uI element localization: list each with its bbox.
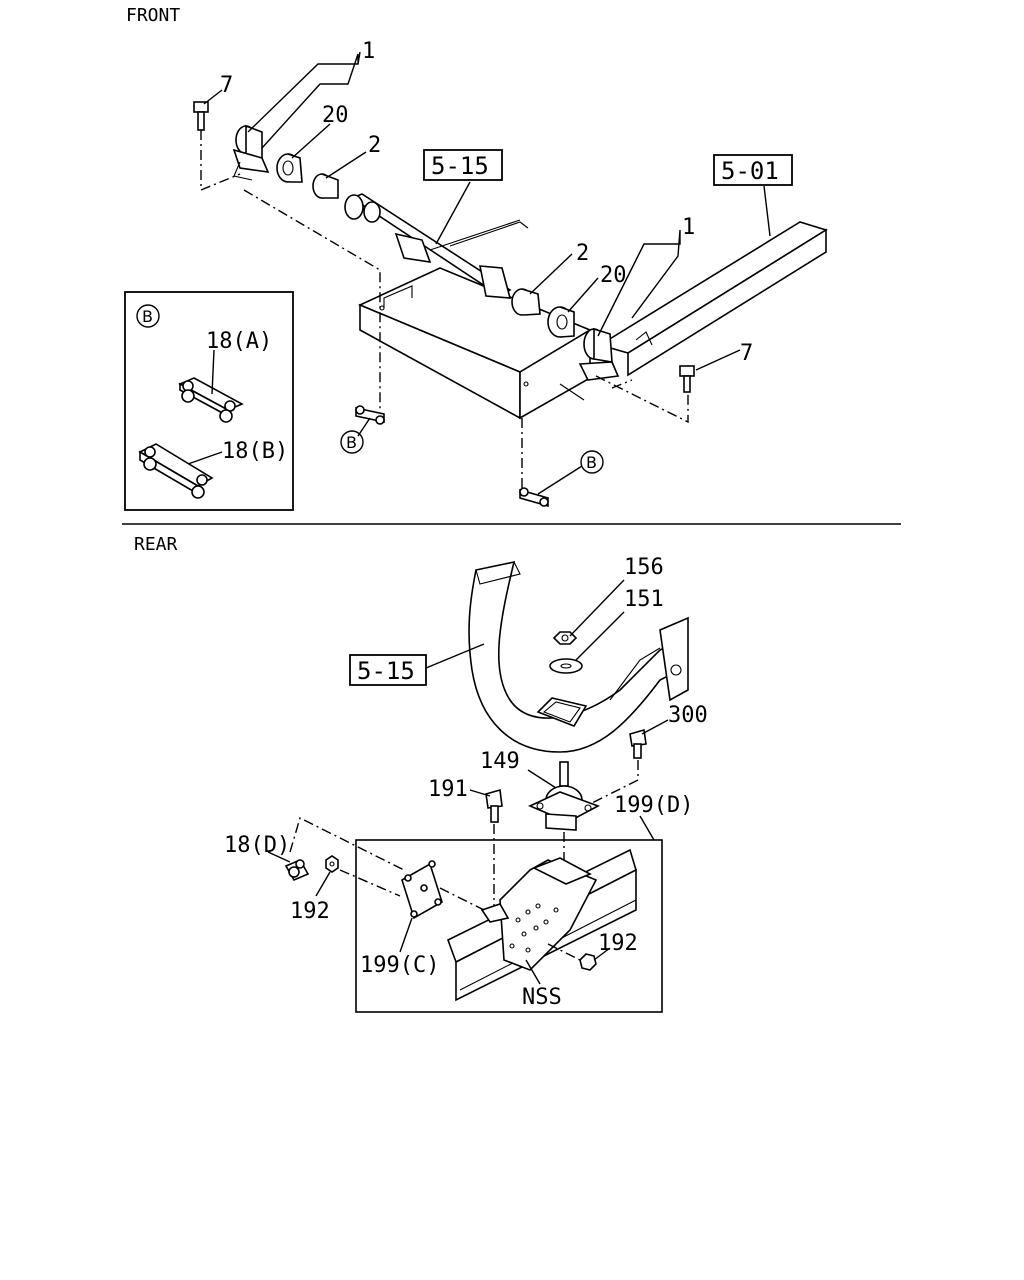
plate-18a [178, 377, 244, 423]
section-label-front: FRONT [126, 5, 180, 26]
bolt-191 [485, 788, 503, 823]
callout-bushing-left-20: 20 [322, 103, 349, 128]
nut-192-right [579, 953, 597, 971]
bracket-nss [480, 857, 598, 971]
callout-nut-192-left: 192 [290, 899, 330, 924]
callout-plate-18d: 18(D) [224, 833, 290, 858]
cross-member [358, 267, 592, 420]
bushing-right-20 [547, 306, 575, 338]
mount-149 [528, 761, 600, 831]
bracket-199c [401, 860, 443, 920]
clamp-left [232, 124, 270, 181]
callout-mount-149: 149 [480, 749, 520, 774]
bushing-left-20 [276, 153, 303, 183]
bolt-300 [629, 728, 647, 759]
rear-assembly: 156 151 5-15 300 149 191 [224, 555, 708, 1013]
callout-nut-192-right: 192 [598, 931, 638, 956]
callout-bushing-left-2: 2 [368, 133, 381, 158]
callout-plate-18a: 18(A) [206, 329, 272, 354]
view-marker-b-left-label: B [346, 433, 357, 452]
callout-clamp-right: 1 [682, 215, 695, 240]
inset-marker [136, 304, 160, 328]
ref-box-rear-shaft [349, 654, 427, 686]
ref-box-shaft-label: 5-15 [431, 152, 489, 180]
callout-nss: NSS [522, 985, 562, 1010]
ref-box-shaft [423, 149, 503, 181]
plate-18d [284, 858, 310, 882]
callout-clamp-left: 1 [362, 39, 375, 64]
ref-box-frame [713, 154, 793, 186]
section-label-rear: REAR [134, 534, 178, 555]
bushing-left-2 [312, 173, 339, 199]
bracket-detail-box [355, 839, 663, 1013]
view-marker-b-right-label: B [586, 453, 597, 472]
callout-bolt-right: 7 [740, 341, 753, 366]
bushing-right-2 [511, 288, 541, 316]
plate-b-right [519, 487, 549, 508]
callout-bolt-left: 7 [220, 73, 233, 98]
bolt-left [193, 101, 209, 131]
callout-bracket-199d: 199(D) [614, 793, 693, 818]
frame-rail [598, 221, 828, 377]
callout-bracket-199c: 199(C) [360, 953, 439, 978]
rear-stabilizer-bar [468, 560, 689, 753]
bolt-right [679, 365, 695, 393]
front-assembly: 1 7 20 2 1 2 20 7 5-15 5-01 B B [193, 39, 828, 508]
inset-marker-label: B [142, 307, 153, 326]
callout-bushing-right-20: 20 [600, 263, 627, 288]
plate-b-left [355, 405, 385, 425]
clamp-right [578, 327, 620, 381]
callout-nut-156: 156 [624, 555, 664, 580]
callout-bolt-300: 300 [668, 703, 708, 728]
callout-bushing-right-2: 2 [576, 241, 589, 266]
ref-box-frame-label: 5-01 [721, 157, 779, 185]
inset-view-b: B 18(A) 18(B) [124, 291, 294, 511]
view-marker-b-right [580, 450, 604, 474]
view-marker-b-left [340, 430, 364, 454]
nut-192-left [325, 855, 339, 873]
washer-151 [549, 658, 583, 674]
callout-plate-18b: 18(B) [222, 439, 288, 464]
stabilizer-shaft [344, 193, 529, 299]
plate-18b [138, 443, 214, 499]
ref-box-rear-shaft-label: 5-15 [357, 657, 415, 685]
callout-bolt-191: 191 [428, 777, 468, 802]
callout-washer-151: 151 [624, 587, 664, 612]
